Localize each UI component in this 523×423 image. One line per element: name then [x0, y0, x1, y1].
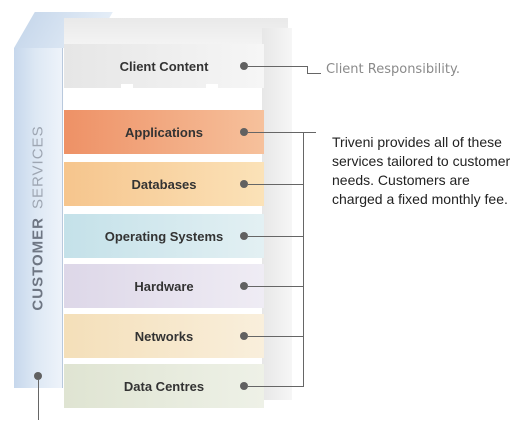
customer-label: CUSTOMER — [29, 217, 47, 311]
pillar-dot — [34, 372, 42, 380]
connector-dot — [240, 282, 248, 290]
bracket-line — [248, 132, 316, 133]
bracket-line — [248, 236, 304, 237]
connector-dot — [240, 232, 248, 240]
connector-dot — [240, 128, 248, 136]
down-arrow-icon — [114, 92, 140, 106]
stack-top-face — [64, 18, 288, 46]
bracket-line — [248, 336, 304, 337]
layer-networks: Networks — [64, 314, 264, 358]
client-connector-end — [307, 73, 321, 74]
client-connector-line — [248, 66, 308, 67]
bracket-line — [248, 286, 304, 287]
stack-side-face — [262, 28, 292, 400]
layer-label: Hardware — [134, 278, 194, 294]
pillar-line — [38, 380, 39, 420]
down-arrow-icon — [199, 92, 225, 106]
bracket-vertical — [303, 132, 304, 387]
arrow-stem-right — [206, 84, 218, 92]
layer-hardware: Hardware — [64, 264, 264, 308]
layer-label: Data Centres — [123, 378, 205, 394]
provider-note-text: Triveni provides all of these services t… — [332, 134, 511, 207]
client-responsibility-text: Client Responsibility. — [326, 62, 460, 77]
arrow-stem-left — [121, 84, 133, 92]
layer-label: Client Content — [119, 58, 209, 74]
layer-client-content: Client Content — [64, 44, 264, 88]
client-connector-drop — [307, 66, 308, 74]
layer-applications: Applications — [64, 110, 264, 154]
connector-dot — [240, 382, 248, 390]
customer-services-pillar — [14, 48, 63, 388]
services-label: SERVICES — [29, 125, 47, 210]
bracket-line — [248, 184, 304, 185]
layer-databases: Databases — [64, 162, 264, 206]
layer-operating-systems: Operating Systems — [64, 214, 264, 258]
layer-data-centres: Data Centres — [64, 364, 264, 408]
layer-label: Applications — [124, 124, 203, 140]
layer-label: Networks — [134, 328, 194, 344]
bracket-line — [248, 386, 304, 387]
connector-dot — [240, 180, 248, 188]
connector-dot — [240, 332, 248, 340]
layer-label: Operating Systems — [104, 228, 224, 244]
connector-dot — [240, 62, 248, 70]
layer-label: Databases — [131, 176, 197, 192]
